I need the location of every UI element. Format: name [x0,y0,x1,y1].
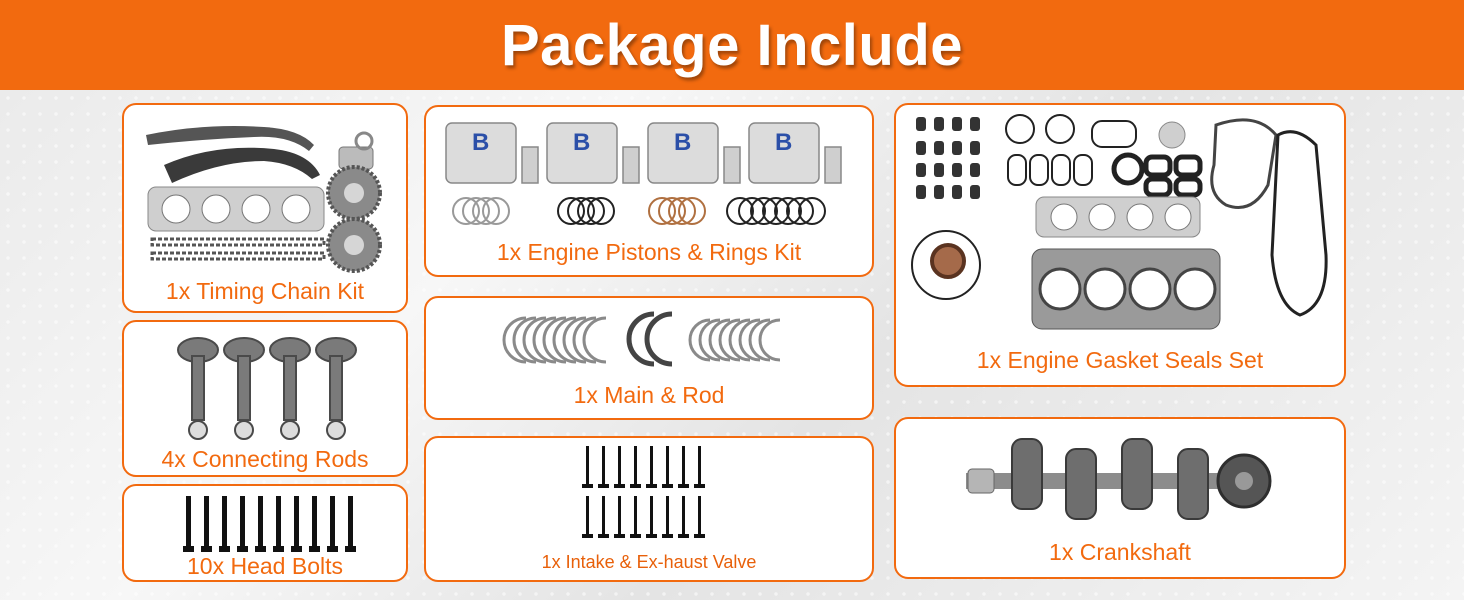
card-crankshaft: 1x Crankshaft [894,417,1346,579]
card-timing-chain-kit: 1x Timing Chain Kit [122,103,408,313]
connecting-rod-icon [177,337,357,440]
card-connecting-rods: 4x Connecting Rods [122,320,408,477]
header-banner: Package Include [0,0,1464,90]
timing-chain-kit-icon [146,126,382,273]
item-label: 1x Crankshaft [1049,539,1191,565]
piston-badge: B [775,129,793,156]
piston-badge: B [573,129,591,156]
item-label: 1x Engine Pistons & Rings Kit [496,239,802,265]
piston-ring-icon [452,197,826,225]
piston-badge: B [472,129,490,156]
item-label: 4x Connecting Rods [161,446,369,472]
item-label: 1x Main & Rod [573,382,725,408]
item-label: 1x Intake & Ex-haust Valve [541,552,757,572]
gasket-set-icon [911,114,1328,330]
item-label: 1x Timing Chain Kit [165,278,365,304]
item-label: 10x Head Bolts [187,553,343,579]
card-gasket-seals: 1x Engine Gasket Seals Set [894,103,1346,387]
card-valves: 1x Intake & Ex-haust Valve [424,436,874,582]
page-title: Package Include [500,12,964,78]
item-label: 1x Engine Gasket Seals Set [976,347,1264,373]
piston-badge: B [674,129,692,156]
crankshaft-icon [966,438,1272,520]
bearing-icon [502,311,781,367]
head-bolt-icon [183,496,356,552]
valve-icon [582,446,705,538]
card-pistons-rings: B B B B 1x Engine Pistons & Rings Kit [424,105,874,277]
piston-icon [445,122,842,184]
card-main-rod-bearings: 1x Main & Rod [424,296,874,420]
card-head-bolts: 10x Head Bolts [122,484,408,582]
